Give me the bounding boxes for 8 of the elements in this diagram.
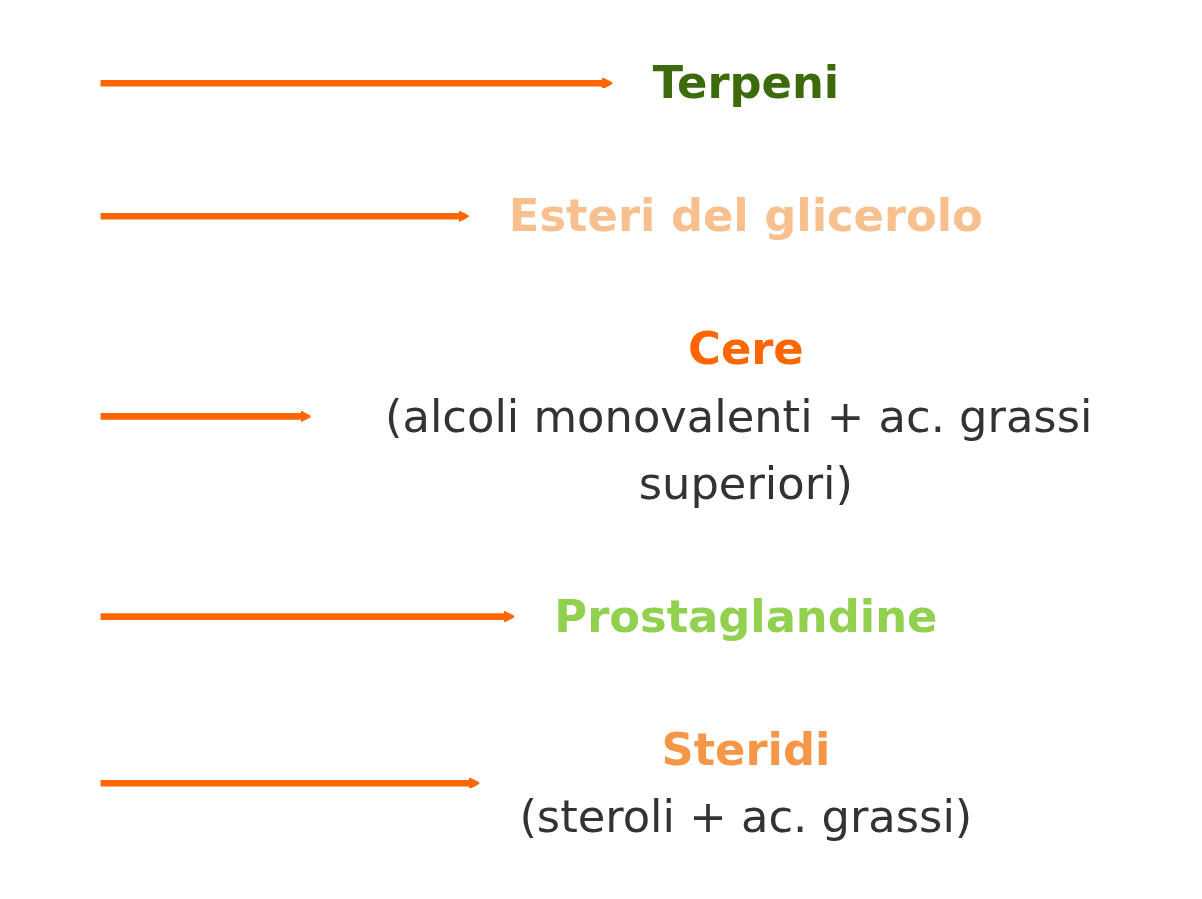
arrow bbox=[100, 209, 470, 222]
node-text: Prostaglandine bbox=[554, 589, 938, 642]
node-text: Steridi (steroli + ac. grassi) bbox=[519, 722, 973, 842]
node-text: Esteri del glicerolo bbox=[508, 188, 983, 242]
node-text: Terpeni bbox=[652, 55, 840, 109]
arrow bbox=[100, 410, 312, 422]
node-text: Cere (alcoli monovalenti + ac. grassi superiori) bbox=[385, 321, 1093, 509]
arrow bbox=[100, 76, 614, 89]
